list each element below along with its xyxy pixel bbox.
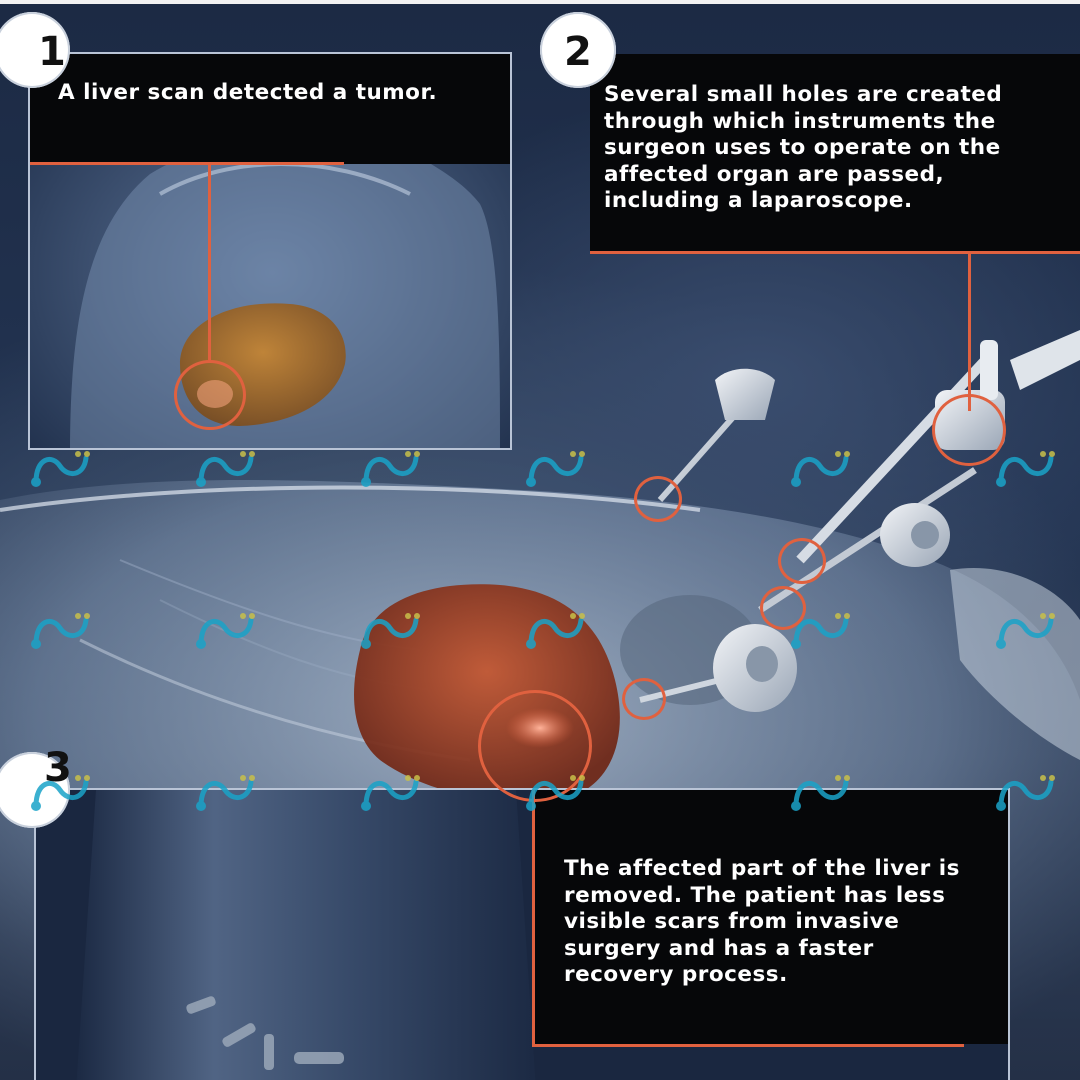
watermark-logo-icon (360, 448, 422, 492)
connector-2-horizontal (590, 251, 1080, 254)
caption-step-3: The affected part of the liver is remove… (532, 790, 1008, 1044)
watermark-logo-icon (360, 772, 422, 816)
abdomen-highlight (0, 485, 701, 512)
connector-1-horizontal (30, 162, 344, 165)
port-ring-middle (760, 586, 806, 630)
tumor-ring-large (478, 690, 592, 802)
port-ring-top (634, 476, 682, 522)
step-1-badge (0, 12, 70, 88)
tumor-ring-small (174, 360, 246, 430)
watermark-logo-icon (30, 610, 92, 654)
caption-step-2: Several small holes are created through … (590, 54, 1080, 252)
top-border (0, 0, 1080, 4)
watermark-logo-icon (360, 610, 422, 654)
connector-3-horizontal (532, 1044, 964, 1047)
port-ring-upper (778, 538, 826, 584)
watermark-logo-icon (995, 772, 1057, 816)
watermark-logo-icon (790, 610, 852, 654)
connector-1-vertical (208, 162, 211, 360)
step-2-number: 2 (564, 29, 592, 75)
connector-3-vertical (532, 790, 535, 1046)
step-1-number: 1 (38, 29, 66, 75)
watermark-logo-icon (525, 610, 587, 654)
caption-step-1-text: A liver scan detected a tumor. (58, 80, 438, 105)
caption-step-2-text: Several small holes are created through … (604, 82, 1003, 213)
instrument-ring (932, 394, 1006, 466)
connector-2-vertical (968, 251, 971, 411)
step-2-badge (540, 12, 616, 88)
scar-marks (186, 996, 344, 1070)
watermark-logo-icon (195, 772, 257, 816)
caption-step-3-text: The affected part of the liver is remove… (564, 856, 960, 987)
caption-step-1: A liver scan detected a tumor. (30, 54, 510, 164)
watermark-logo-icon (30, 772, 92, 816)
watermark-logo-icon (995, 610, 1057, 654)
watermark-logo-icon (525, 772, 587, 816)
watermark-logo-icon (790, 448, 852, 492)
watermark-logo-icon (790, 772, 852, 816)
port-ring-lower (622, 678, 666, 720)
watermark-logo-icon (30, 448, 92, 492)
watermark-logo-icon (195, 610, 257, 654)
watermark-logo-icon (995, 448, 1057, 492)
watermark-logo-icon (195, 448, 257, 492)
watermark-logo-icon (525, 448, 587, 492)
